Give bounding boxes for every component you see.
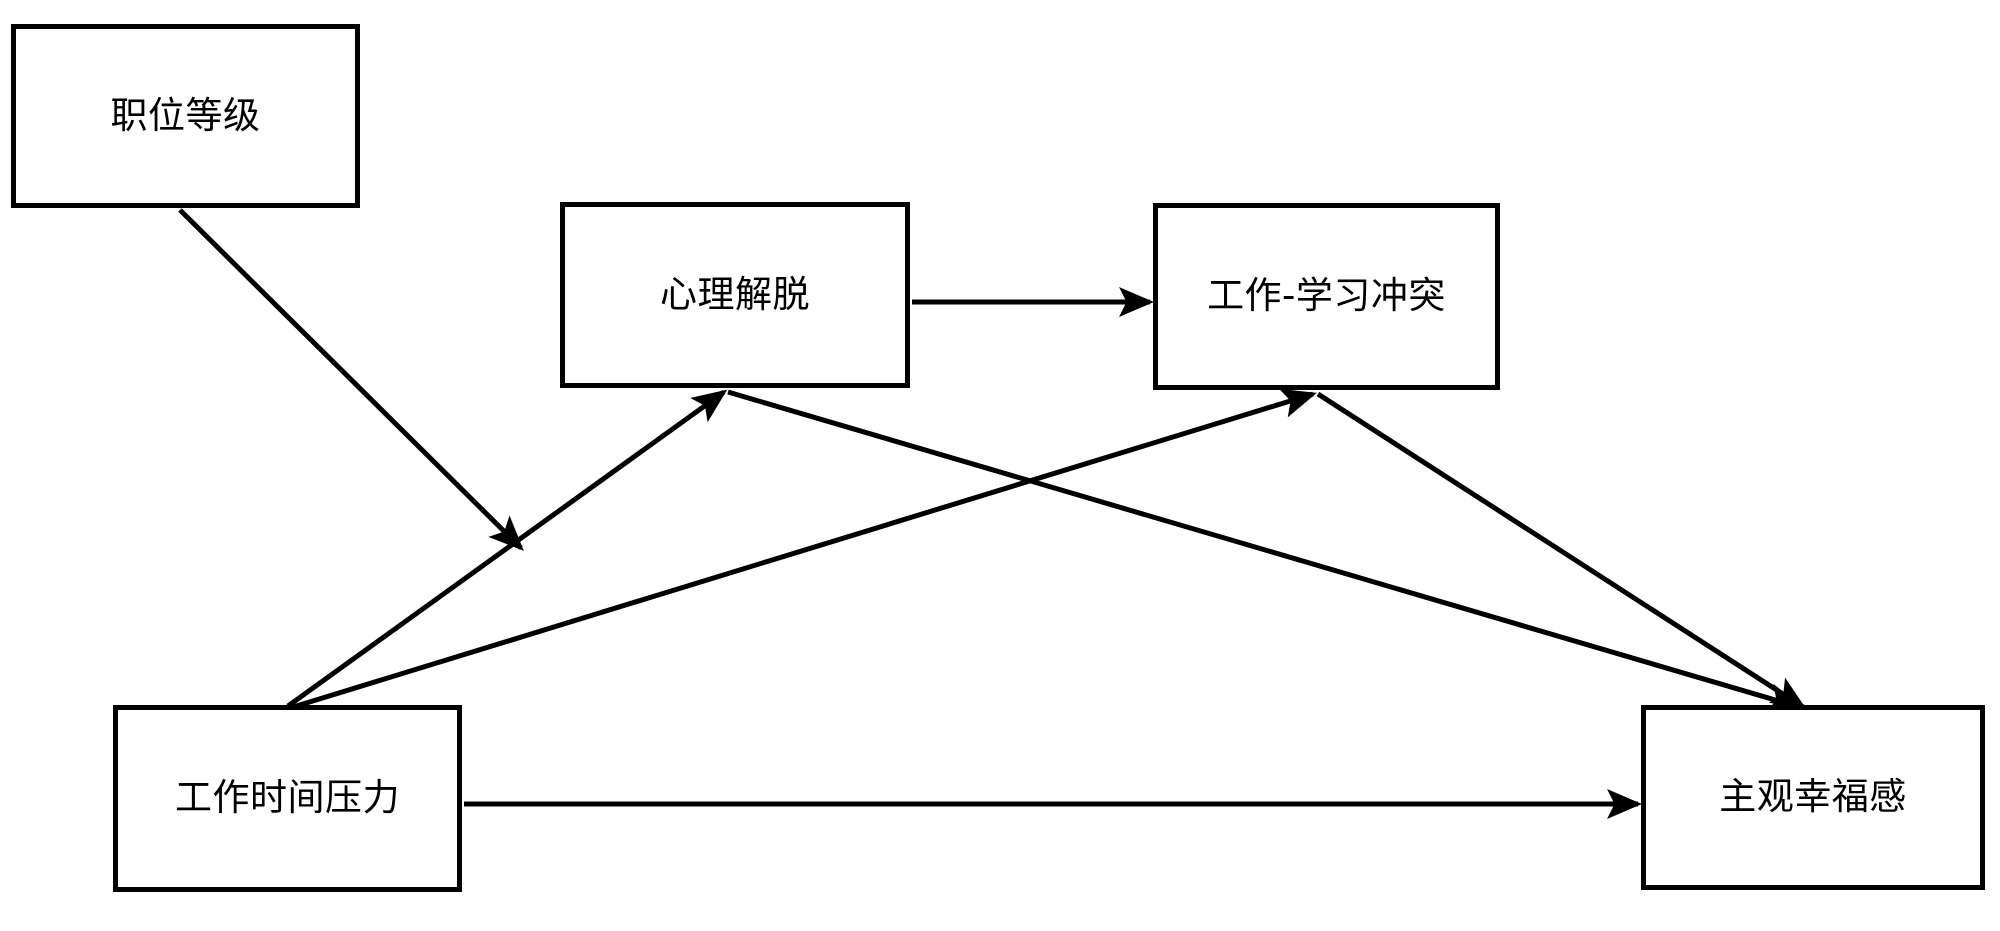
node-job-rank[interactable]: 职位等级 [11,24,360,208]
node-label-job-rank: 职位等级 [110,93,261,137]
node-label-subjective-wellbeing: 主观幸福感 [1719,775,1907,819]
edge-detachment-to-wellbeing [727,389,1803,713]
node-label-work-time-pressure: 工作时间压力 [175,776,400,820]
edge-work_study-to-wellbeing [1316,391,1807,710]
node-psychological-detachment[interactable]: 心理解脱 [560,202,910,388]
node-work-study-conflict[interactable]: 工作-学习冲突 [1153,203,1500,390]
edge-job_rank-to-edge:e2 [178,208,524,551]
edge-time_pressure-to-detachment [286,389,728,709]
edge-time_pressure-to-work_study [289,388,1317,711]
node-subjective-wellbeing[interactable]: 主观幸福感 [1641,705,1985,890]
node-work-time-pressure[interactable]: 工作时间压力 [113,705,462,892]
node-label-work-study-conflict: 工作-学习冲突 [1207,274,1446,318]
node-label-psychological-detachment: 心理解脱 [660,272,810,316]
